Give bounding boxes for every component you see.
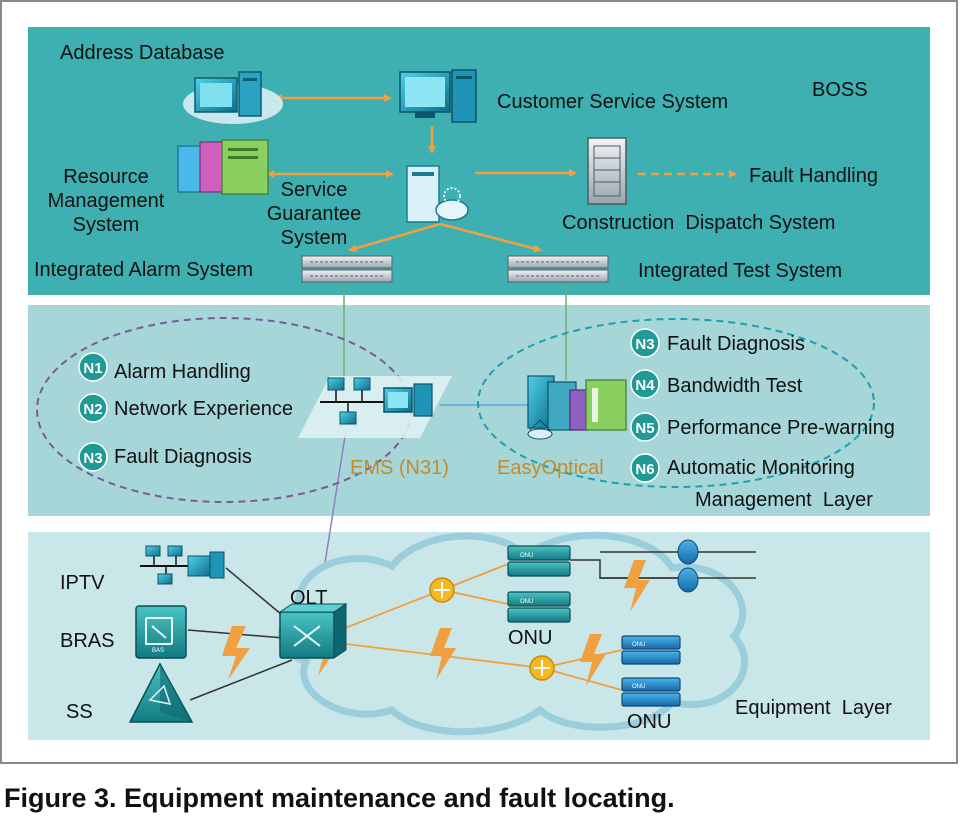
eo-n4-badge-icon: N4	[630, 369, 660, 399]
olt-label: OLT	[290, 587, 327, 609]
eo-n3-badge-icon: N3	[630, 328, 660, 358]
ss-device-icon	[128, 662, 194, 723]
eo-n4-badge-text: N4	[635, 377, 655, 394]
fault-handling-label: Fault Handling	[749, 165, 878, 187]
lightning-icon	[624, 560, 650, 612]
splitter-icon	[429, 577, 455, 603]
easyoptical-scope-ellipse	[477, 318, 875, 488]
bras-label: BRAS	[60, 630, 114, 652]
diagram-canvas: Address Database Customer Service System…	[28, 27, 930, 740]
easyoptical-servers-icon	[527, 375, 627, 440]
figure-caption: Figure 3. Equipment maintenance and faul…	[4, 783, 675, 813]
eo-item-automatic-monitoring: Automatic Monitoring	[667, 457, 855, 479]
lightning-icon	[580, 634, 606, 686]
customer-service-system-label: Customer Service System	[497, 91, 728, 113]
bras-device-icon: BAS	[135, 605, 187, 659]
terminal-device-icon	[677, 567, 699, 593]
lightning-icon	[430, 628, 456, 680]
onu-label-upper: ONU	[508, 627, 552, 649]
management-layer-panel	[28, 305, 930, 516]
onu-device-tag: ONU	[632, 684, 645, 690]
onu-device-tag: ONU	[632, 642, 645, 648]
customer-service-system-icon	[399, 69, 477, 123]
onu-label-lower: ONU	[627, 711, 671, 733]
eo-item-performance-prewarning: Performance Pre-warning	[667, 417, 895, 439]
ems-label: EMS (N31)	[350, 457, 449, 479]
onu-device-icon: ONU	[621, 635, 681, 665]
eo-n5-badge-text: N5	[635, 420, 654, 437]
ss-label: SS	[66, 701, 93, 723]
eo-n6-badge-text: N6	[635, 461, 654, 478]
splitter-onu-link	[541, 667, 623, 691]
resource-management-label-line1: Resource	[63, 166, 149, 188]
eo-n6-badge-icon: N6	[630, 453, 660, 483]
service-guarantee-server-icon	[406, 165, 469, 223]
eo-item-fault-diagnosis: Fault Diagnosis	[667, 333, 805, 355]
ems-n1-badge-text: N1	[83, 360, 102, 377]
ems-network-icon	[298, 376, 452, 438]
ems-item-network-experience: Network Experience	[114, 398, 293, 420]
management-layer-label: Management Layer	[695, 489, 873, 511]
address-database-icon	[183, 71, 283, 124]
olt-device-icon	[278, 603, 348, 659]
address-database-label: Address Database	[60, 42, 225, 64]
construction-dispatch-system-icon	[587, 137, 627, 205]
ems-item-fault-diagnosis: Fault Diagnosis	[114, 446, 252, 468]
ss-olt-link	[189, 659, 293, 701]
ems-n2-badge-icon: N2	[78, 393, 108, 423]
service-guarantee-test-link	[439, 222, 542, 253]
ems-n3-badge-icon: N3	[78, 442, 108, 472]
service-guarantee-label-line1: Service	[281, 179, 348, 201]
ems-n2-badge-text: N2	[83, 401, 102, 418]
eo-item-bandwidth-test: Bandwidth Test	[667, 375, 803, 397]
easyoptical-label: EasyOptical	[497, 457, 604, 479]
equipment-layer-label: Equipment Layer	[735, 697, 892, 719]
onu-device-icon: ONU	[507, 545, 571, 577]
bras-device-tag: BAS	[152, 648, 164, 654]
terminal-device-icon	[677, 539, 699, 565]
iptv-computers-icon	[140, 545, 225, 585]
eo-n5-badge-icon: N5	[630, 412, 660, 442]
resource-management-label-line3: System	[73, 214, 140, 236]
boss-layer-panel	[28, 27, 930, 295]
iptv-label: IPTV	[60, 572, 105, 594]
boss-label: BOSS	[812, 79, 868, 101]
onu-device-icon: ONU	[507, 591, 571, 623]
ems-n3-badge-text: N3	[83, 450, 102, 467]
integrated-alarm-system-icon	[301, 255, 393, 283]
integrated-test-system-label: Integrated Test System	[638, 260, 842, 282]
construction-dispatch-label: Construction Dispatch System	[562, 212, 835, 234]
splitter-icon	[529, 655, 555, 681]
resource-management-label-line2: Management	[48, 190, 165, 212]
service-guarantee-label-line2: Guarantee	[267, 203, 362, 225]
eo-n3-badge-text: N3	[635, 336, 654, 353]
ems-n1-badge-icon: N1	[78, 352, 108, 382]
service-guarantee-label-line3: System	[281, 227, 348, 249]
integrated-alarm-system-label: Integrated Alarm System	[34, 259, 253, 281]
service-guarantee-alarm-link	[348, 222, 441, 253]
lightning-icon	[222, 626, 250, 680]
resource-management-system-icon	[177, 139, 269, 195]
onu-device-tag: ONU	[520, 553, 533, 559]
onu-device-icon: ONU	[621, 677, 681, 707]
ems-item-alarm-handling: Alarm Handling	[114, 361, 251, 383]
onu-device-tag: ONU	[520, 599, 533, 605]
integrated-test-system-icon	[507, 255, 609, 283]
